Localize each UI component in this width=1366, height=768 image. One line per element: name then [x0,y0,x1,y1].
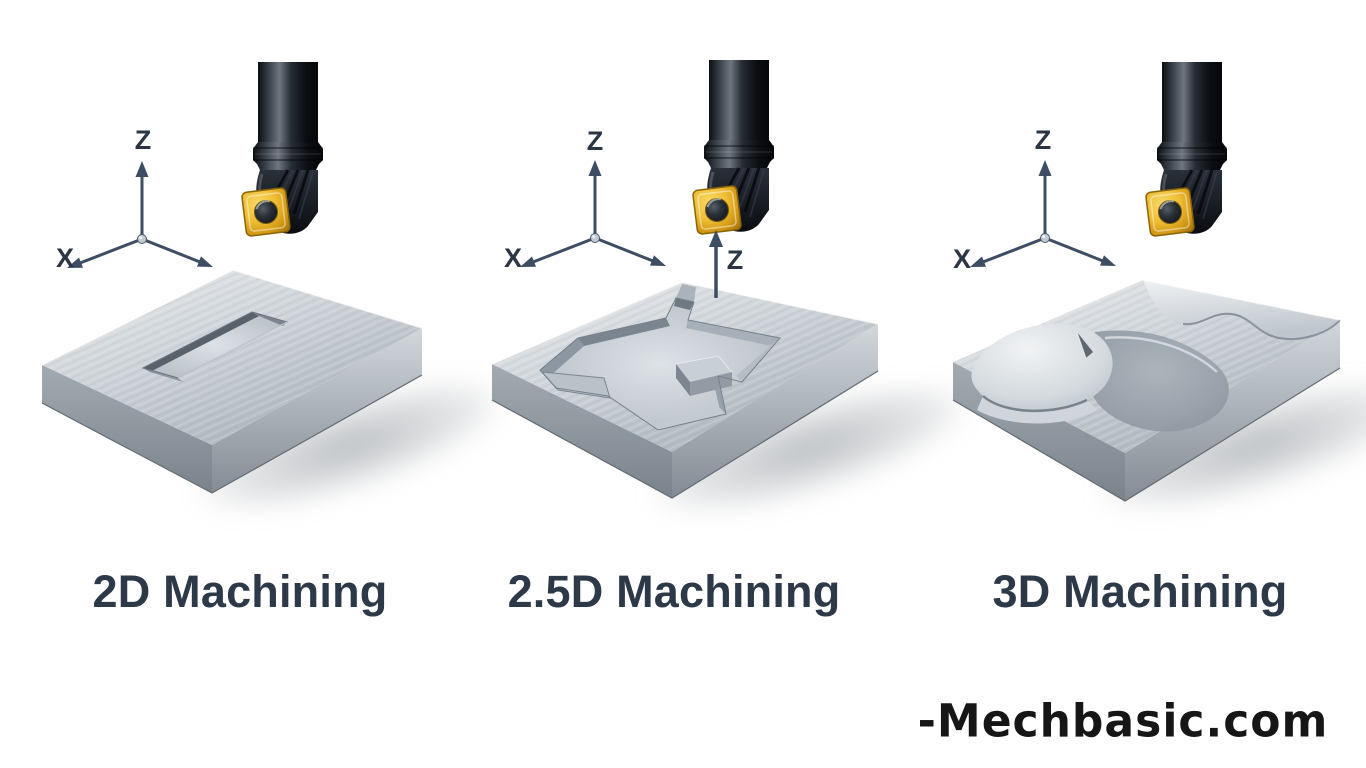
z-plunge-arrow [709,230,723,298]
cutting-tool [679,60,789,250]
pocket-step-boss [675,355,733,396]
x-axis-label: X [55,243,74,273]
caption-25d-machining: 2.5D Machining [507,566,841,617]
caption-2d-machining: 2D Machining [92,566,388,617]
block-right-face [672,324,878,498]
block-right-face [212,328,422,493]
workpiece-2d-slot-block [41,269,423,494]
z-axis-label: Z [586,126,604,156]
x-axis-label: X [503,243,522,273]
watermark: -Mechbasic.com [917,694,1329,749]
surface-notch [1077,332,1093,358]
block-left-face [492,364,672,498]
cutting-tool [1132,62,1242,252]
workpiece-25d-pocket-block [491,281,879,499]
block-left-face [42,365,212,493]
coordinate-axes [503,156,683,291]
freeform-surface [971,280,1341,432]
workpiece-3d-freeform-block [952,279,1341,502]
caption-3d-machining: 3D Machining [992,566,1288,617]
z-axis-label: Z [1034,125,1052,155]
block-right-face [1125,320,1340,501]
cutting-tool [228,62,338,252]
rectangular-slot [141,311,289,382]
z-axis-label: Z [134,125,152,155]
x-axis-label: X [952,244,971,274]
z-plunge-label: Z [726,245,744,275]
coordinate-axes [953,156,1133,291]
stepped-pocket [539,284,781,431]
